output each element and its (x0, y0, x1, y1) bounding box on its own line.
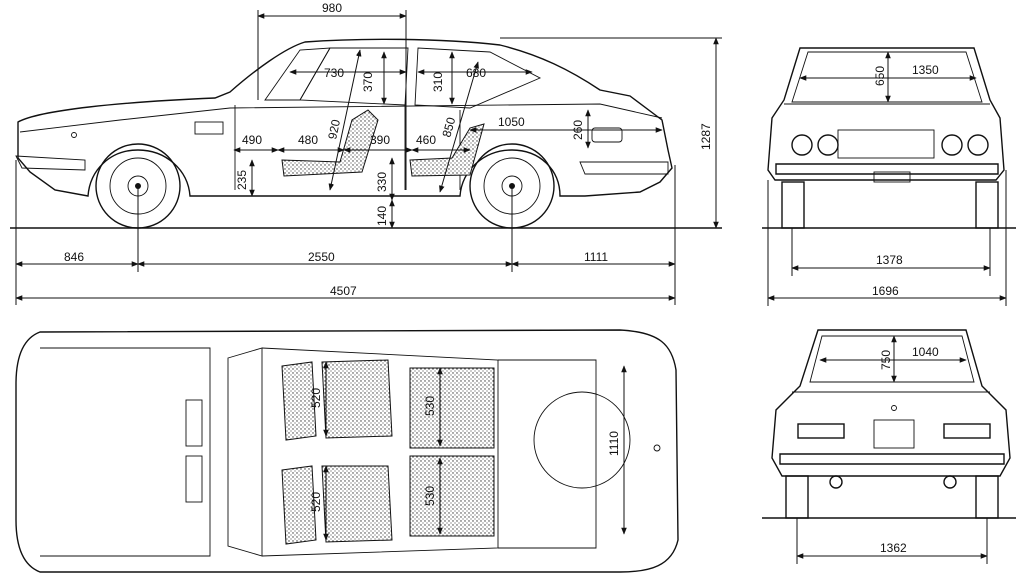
rear-body-outline (771, 329, 1011, 477)
dim-windshield-height: 650 (873, 66, 887, 86)
top-roof (261, 347, 499, 557)
front-plate (873, 171, 911, 183)
front-headlight-outer-right (967, 134, 989, 156)
top-front-seat-right (281, 465, 393, 545)
dim-rear-seat-width-left: 530 (423, 396, 437, 416)
front-right-tire (975, 181, 999, 229)
side-dimension-lines (15, 10, 722, 305)
top-hood-vent-lower (185, 455, 203, 503)
dim-front-seat-width-right: 520 (309, 492, 323, 512)
dim-overall-length: 4507 (330, 284, 357, 298)
front-bumper (775, 163, 999, 175)
rear-bumper (779, 453, 1005, 465)
side-view: 980 730 680 370 310 920 850 490 480 390 … (10, 1, 722, 305)
rear-right-taillight (943, 423, 991, 439)
front-headlight-inner-left (817, 134, 839, 156)
side-front-window (299, 47, 409, 106)
rear-exhaust-left (829, 475, 843, 489)
front-headlight-outer-left (791, 134, 813, 156)
dim-front-overhang: 846 (64, 250, 84, 264)
side-rear-bumper (579, 161, 669, 175)
top-rear-deck (498, 359, 597, 549)
front-grille (837, 129, 935, 159)
top-spare-wheel (533, 391, 631, 489)
rear-window (809, 335, 975, 383)
dim-front-headroom: 730 (324, 66, 344, 80)
dim-windshield-width: 1350 (912, 63, 939, 77)
rear-left-tire (785, 475, 809, 519)
rear-right-tire (975, 475, 999, 519)
front-headlight-inner-right (941, 134, 963, 156)
top-fuel-cap (653, 444, 661, 452)
rear-left-taillight (797, 423, 845, 439)
top-hood-vent-upper (185, 399, 203, 447)
top-body-outline (15, 329, 679, 573)
dim-sill-height: 235 (235, 170, 249, 190)
dim-rear-seat-height: 850 (439, 115, 458, 138)
front-windshield (791, 51, 983, 103)
side-marker-light (71, 132, 77, 138)
side-front-bumper (15, 155, 86, 171)
dim-trunk-height: 260 (571, 120, 585, 140)
dim-rear-window-width: 1040 (912, 345, 939, 359)
dim-trunk-length: 1050 (498, 115, 525, 129)
side-beltline (19, 103, 663, 133)
front-dimension-lines (767, 51, 1007, 306)
dim-ground-clearance: 140 (375, 206, 389, 226)
rear-view: 750 1040 1362 (762, 329, 1016, 564)
side-body-outline (17, 38, 673, 197)
rear-emblem (891, 405, 897, 411)
dim-rear-headroom: 680 (466, 66, 486, 80)
top-dimension-lines (323, 361, 627, 541)
top-view: 520 520 530 530 1110 (15, 329, 679, 573)
dim-rear-window-height: 310 (431, 72, 445, 92)
dim-wheelbase: 2550 (308, 250, 335, 264)
dim-front-track: 1378 (876, 253, 903, 267)
dim-overall-width: 1696 (872, 284, 899, 298)
rear-plate (873, 419, 915, 449)
dim-roof-length: 980 (322, 1, 342, 15)
dim-front-legroom: 490 (242, 133, 262, 147)
rear-exhaust-right (943, 475, 957, 489)
dim-front-seat-width-left: 520 (309, 388, 323, 408)
dim-front-window-height: 370 (361, 72, 375, 92)
front-left-tire (781, 181, 805, 229)
dim-trunk-width: 1110 (607, 431, 621, 456)
top-front-seat-left (281, 359, 393, 441)
dim-rear-seat-depth: 460 (416, 133, 436, 147)
front-view: 650 1350 1378 1696 (762, 47, 1016, 306)
dim-rear-window-height: 750 (879, 350, 893, 370)
top-hood (40, 347, 211, 557)
top-rear-seat-right (409, 455, 495, 537)
dim-front-seat-height: 920 (325, 118, 343, 141)
side-windshield (264, 47, 331, 101)
side-vent (194, 121, 224, 135)
top-rear-seat-left (409, 367, 495, 449)
top-windshield (227, 347, 263, 557)
dim-overall-height: 1287 (699, 123, 713, 150)
dim-rear-seat-width-right: 530 (423, 486, 437, 506)
dim-floor-height: 330 (375, 172, 389, 192)
front-body-outline (767, 47, 1005, 181)
dim-rear-track: 1362 (880, 541, 907, 555)
dim-front-seat-depth: 480 (298, 133, 318, 147)
rear-dimension-lines (796, 335, 988, 564)
dim-rear-overhang: 1111 (584, 250, 608, 264)
dim-front-to-rear-gap: 390 (370, 133, 390, 147)
